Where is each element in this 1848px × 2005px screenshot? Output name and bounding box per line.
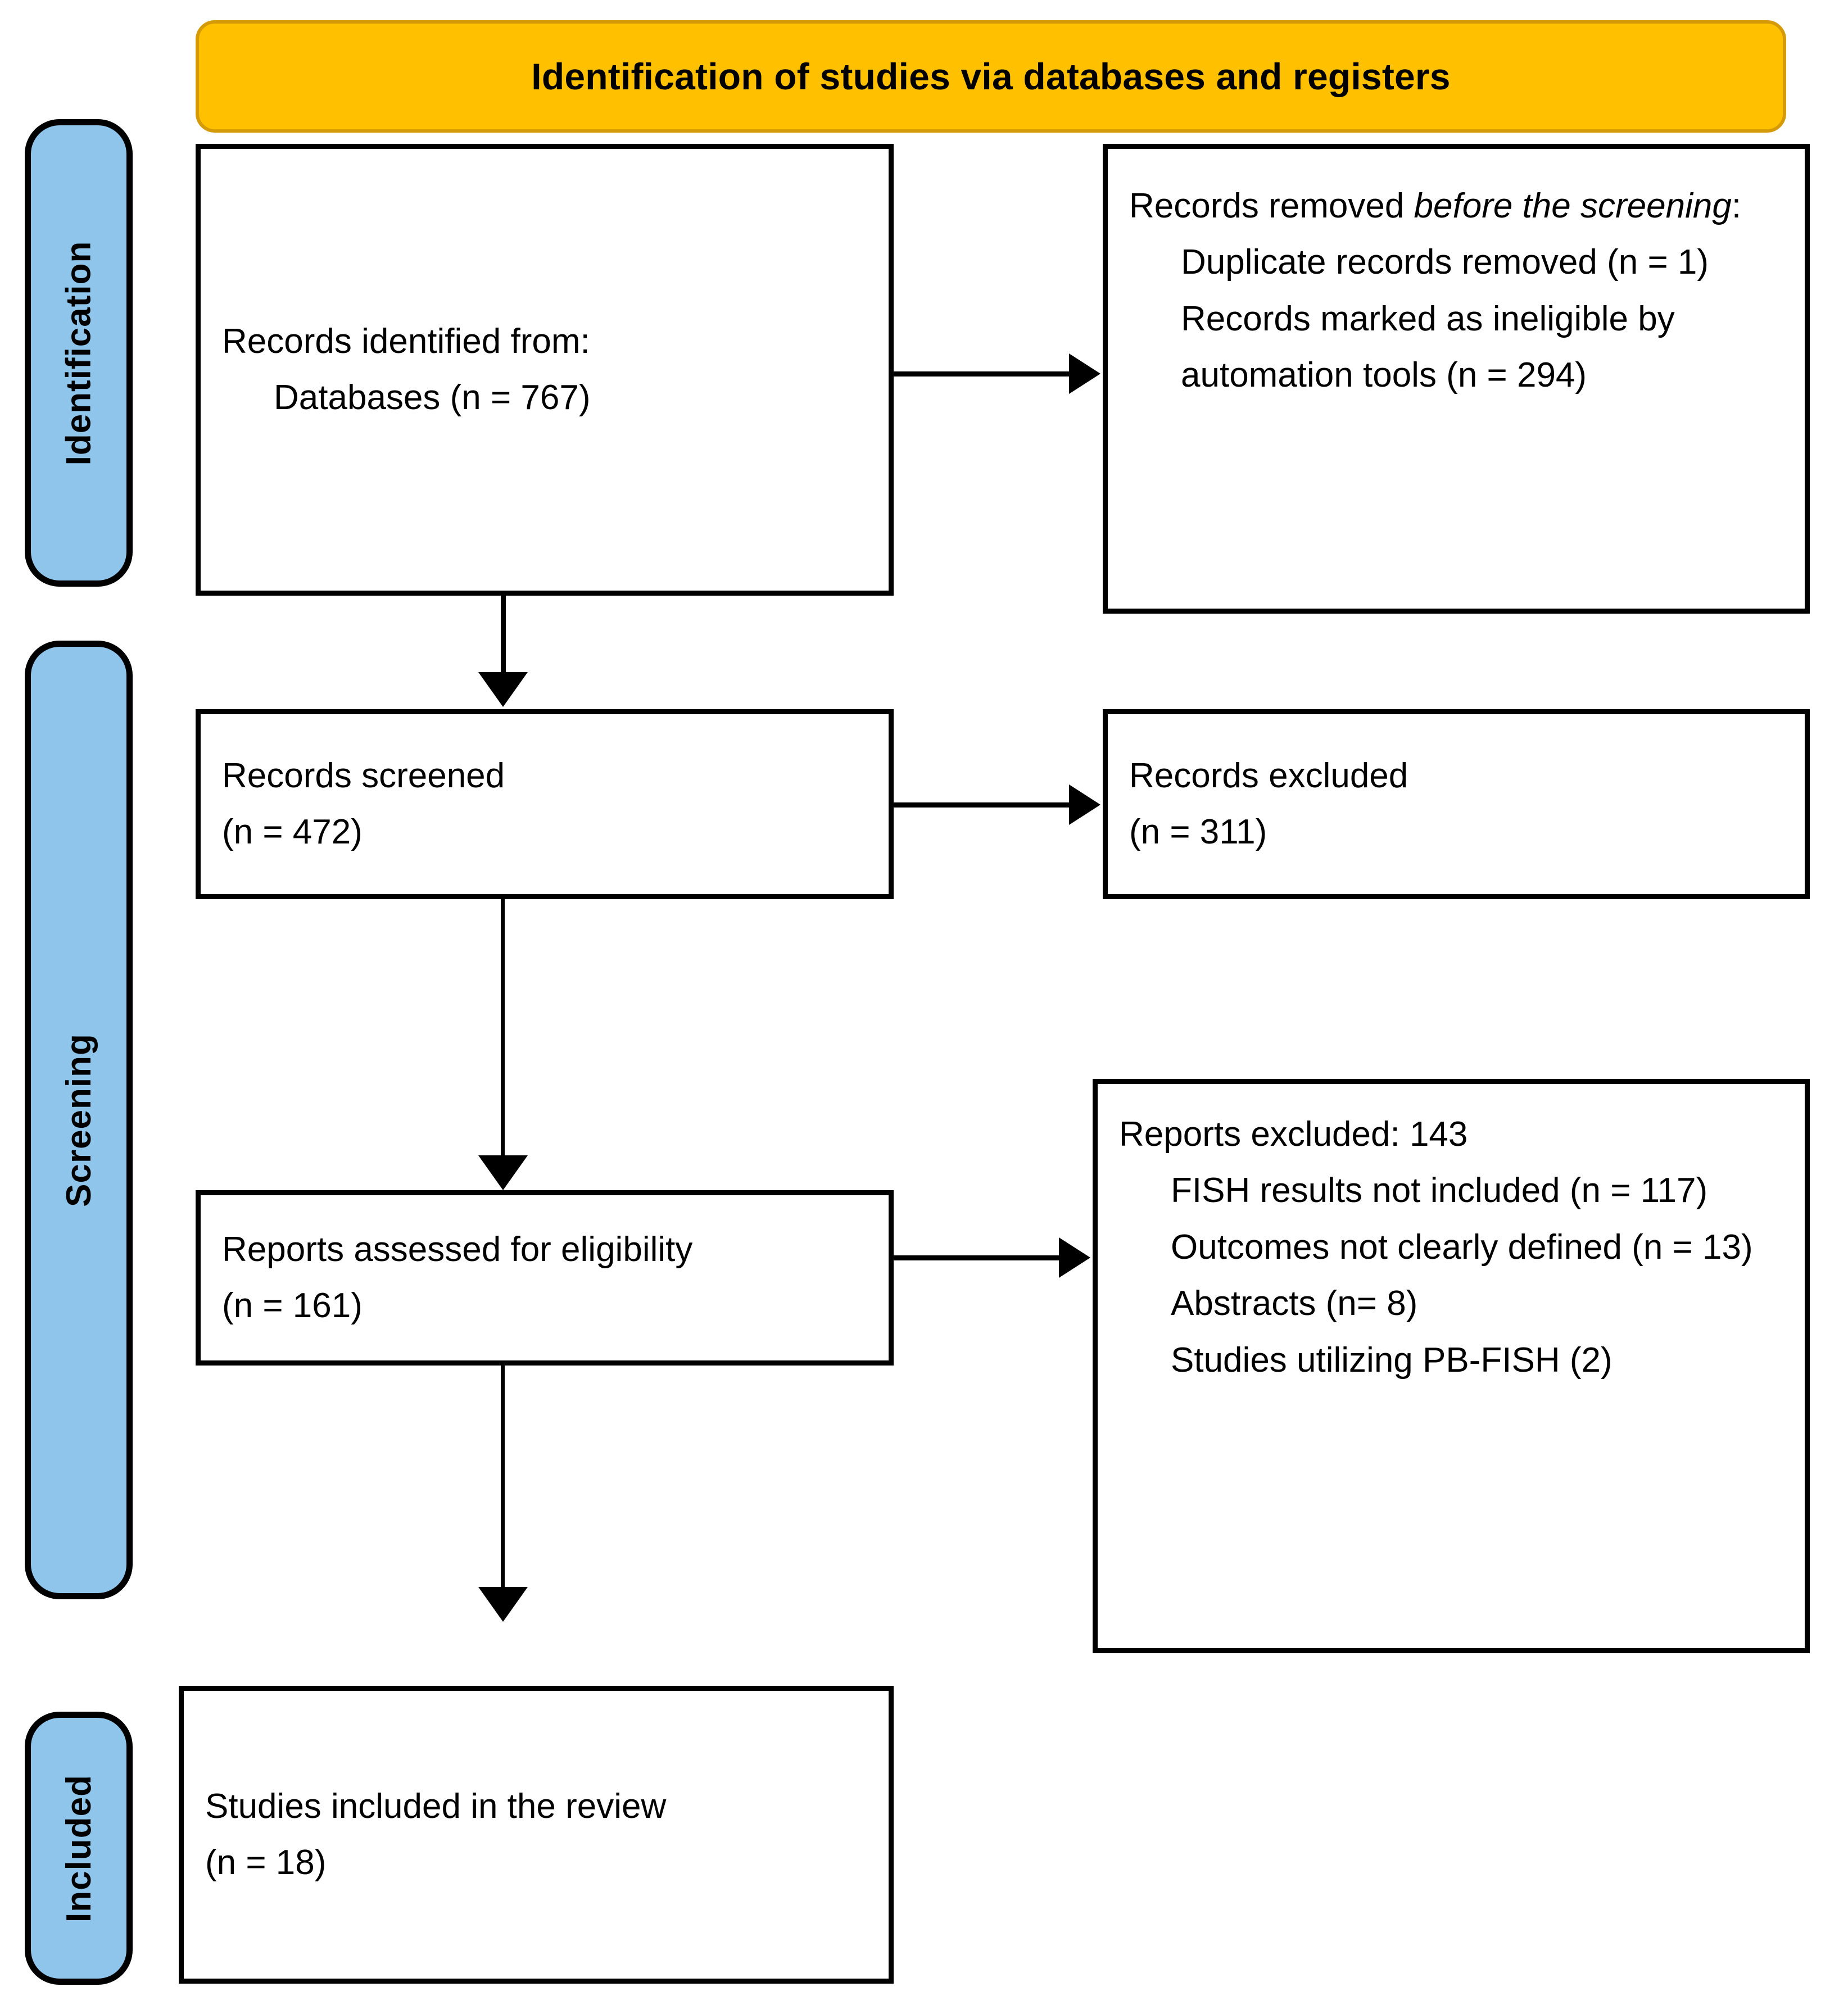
connector-identified-to-removed-line — [894, 371, 1072, 376]
box-records-screened: Records screened (n = 472) — [196, 709, 894, 899]
connector-identified-to-screened-line — [501, 596, 506, 675]
records-screened-line2: (n = 472) — [222, 813, 363, 851]
stage-label-included: Included — [25, 1712, 133, 1985]
records-removed-heading-prefix: Records removed — [1129, 187, 1414, 225]
box-reports-assessed: Reports assessed for eligibility (n = 16… — [196, 1190, 894, 1366]
stage-label-identification: Identification — [25, 119, 133, 587]
connector-assessed-to-excluded-line — [894, 1255, 1062, 1260]
studies-included-line1: Studies included in the review — [205, 1786, 667, 1826]
stage-label-screening: Screening — [25, 641, 133, 1599]
connector-screened-to-assessed-arrowhead — [478, 1155, 528, 1190]
connector-screened-to-excluded-arrowhead — [1069, 784, 1100, 825]
records-excluded-line2: (n = 311) — [1129, 813, 1267, 851]
records-removed-heading-colon: : — [1731, 187, 1742, 225]
records-identified-line2: Databases (n = 767) — [274, 378, 591, 417]
records-identified-line1: Records identified from: — [222, 321, 590, 361]
box-records-removed: Records removed before the screening: Du… — [1103, 144, 1810, 614]
reports-assessed-line2: (n = 161) — [222, 1286, 363, 1325]
records-excluded-line1: Records excluded — [1129, 756, 1408, 795]
identification-banner: Identification of studies via databases … — [196, 20, 1786, 133]
connector-assessed-to-excluded-arrowhead — [1059, 1237, 1090, 1278]
connector-identified-to-screened-arrowhead — [478, 672, 528, 707]
reports-excluded-heading: Reports excluded: 143 — [1119, 1115, 1468, 1154]
reports-excluded-fish: FISH results not included (n = 117) — [1171, 1171, 1708, 1210]
reports-excluded-abstracts: Abstracts (n= 8) — [1171, 1284, 1418, 1323]
records-screened-line1: Records screened — [222, 756, 505, 795]
records-removed-heading: Records removed before the screening: — [1129, 178, 1783, 234]
box-reports-excluded: Reports excluded: 143 FISH results not i… — [1093, 1079, 1810, 1653]
studies-included-line2: (n = 18) — [205, 1843, 327, 1882]
box-studies-included: Studies included in the review (n = 18) — [179, 1686, 894, 1984]
stage-label-screening-text: Screening — [59, 1033, 98, 1207]
records-removed-heading-italic: before the screening — [1414, 187, 1732, 225]
identification-banner-title: Identification of studies via databases … — [531, 56, 1451, 97]
connector-identified-to-removed-arrowhead — [1069, 353, 1100, 394]
box-records-identified: Records identified from: Databases (n = … — [196, 144, 894, 596]
connector-screened-to-excluded-line — [894, 802, 1072, 808]
reports-excluded-pbfish: Studies utilizing PB-FISH (2) — [1171, 1340, 1613, 1380]
connector-assessed-to-included-line — [501, 1366, 505, 1590]
reports-assessed-line1: Reports assessed for eligibility — [222, 1230, 693, 1269]
records-removed-duplicates: Duplicate records removed (n = 1) — [1181, 243, 1709, 282]
records-removed-automation: Records marked as ineligible by automati… — [1181, 299, 1675, 395]
box-records-excluded: Records excluded (n = 311) — [1103, 709, 1810, 899]
stage-label-included-text: Included — [59, 1774, 98, 1922]
connector-assessed-to-included-arrowhead — [478, 1587, 528, 1622]
connector-screened-to-assessed-line — [501, 899, 505, 1159]
stage-label-identification-text: Identification — [59, 241, 98, 465]
reports-excluded-outcomes: Outcomes not clearly defined (n = 13) — [1171, 1227, 1753, 1267]
